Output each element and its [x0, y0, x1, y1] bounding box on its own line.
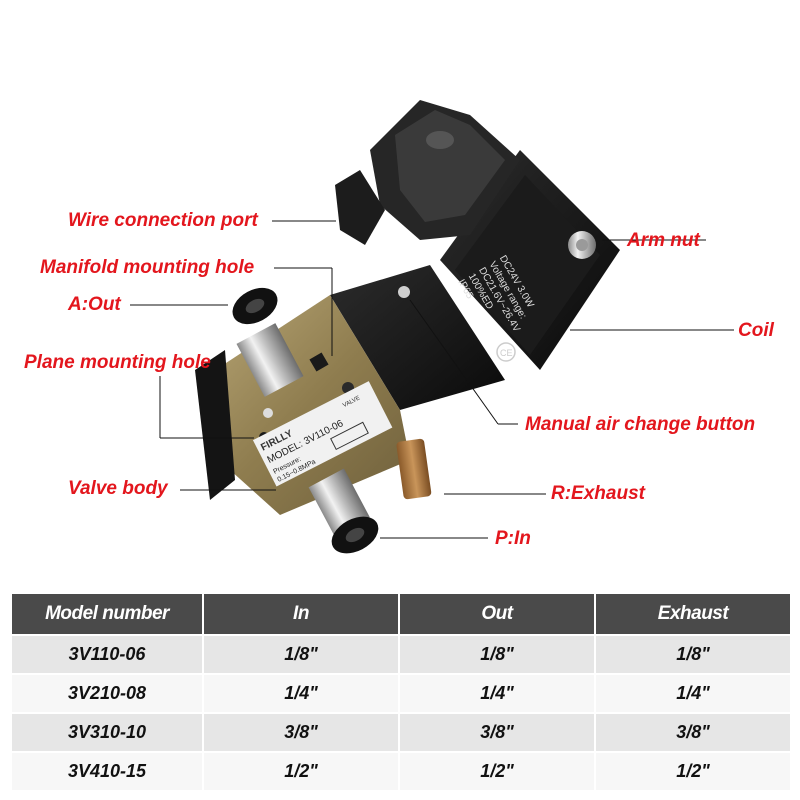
table-cell: 3/8" — [594, 712, 792, 753]
table-cell: 1/4" — [202, 673, 400, 714]
callout-valve-body: Valve body — [68, 478, 168, 499]
ce-mark-icon — [496, 342, 516, 362]
table-cell: 1/4" — [594, 673, 792, 714]
table-cell: 3V410-15 — [10, 751, 204, 792]
ce-mark: CE — [500, 348, 513, 358]
table-header-row: Model number In Out Exhaust — [10, 592, 792, 636]
table-row: 3V410-15 1/2" 1/2" 1/2" — [10, 751, 792, 792]
callout-manifold-mounting-hole: Manifold mounting hole — [40, 257, 255, 278]
callout-r-exhaust: R:Exhaust — [551, 483, 645, 504]
exhaust-muffler — [396, 438, 432, 500]
manual-button — [398, 286, 410, 298]
callout-plane-mounting-hole: Plane mounting hole — [24, 352, 211, 373]
table-row: 3V110-06 1/8" 1/8" 1/8" — [10, 634, 792, 675]
table-cell: 1/8" — [202, 634, 400, 675]
solenoid-valve-illustration: DC24V 3.0W Voltage range: DC21.6V~26.4V … — [130, 100, 734, 554]
header-in: In — [202, 592, 400, 636]
manifold-hole — [309, 352, 329, 372]
callout-a-out: A:Out — [68, 294, 121, 315]
table-cell: 1/4" — [398, 673, 596, 714]
table-cell: 1/2" — [594, 751, 792, 792]
pilot-block — [330, 265, 505, 410]
table-cell: 3V310-10 — [10, 712, 204, 753]
end-cap — [195, 350, 235, 500]
table-cell: 3/8" — [398, 712, 596, 753]
callout-p-in: P:In — [495, 528, 531, 549]
table-cell: 1/2" — [398, 751, 596, 792]
spec-table: Model number In Out Exhaust 3V110-06 1/8… — [10, 592, 792, 792]
leader-lines — [130, 220, 734, 539]
header-exhaust: Exhaust — [594, 592, 792, 636]
product-photo: DC24V 3.0W Voltage range: DC21.6V~26.4V … — [24, 100, 774, 554]
out-fitting — [236, 323, 304, 397]
callout-wire-connection-port: Wire connection port — [68, 210, 258, 231]
table-cell: 1/2" — [202, 751, 400, 792]
callout-arm-nut: Arm nut — [627, 230, 700, 251]
table-cell: 3V110-06 — [10, 634, 204, 675]
header-out: Out — [398, 592, 596, 636]
table-cell: 1/8" — [594, 634, 792, 675]
header-model-number: Model number — [10, 592, 204, 636]
table-cell: 1/8" — [398, 634, 596, 675]
table-row: 3V210-08 1/4" 1/4" 1/4" — [10, 673, 792, 714]
table-cell: 3V210-08 — [10, 673, 204, 714]
cable-gland — [335, 170, 385, 245]
callout-coil: Coil — [738, 320, 774, 341]
table-row: 3V310-10 3/8" 3/8" 3/8" — [10, 712, 792, 753]
table-cell: 3/8" — [202, 712, 400, 753]
callout-manual-air-change-button: Manual air change button — [525, 414, 756, 435]
